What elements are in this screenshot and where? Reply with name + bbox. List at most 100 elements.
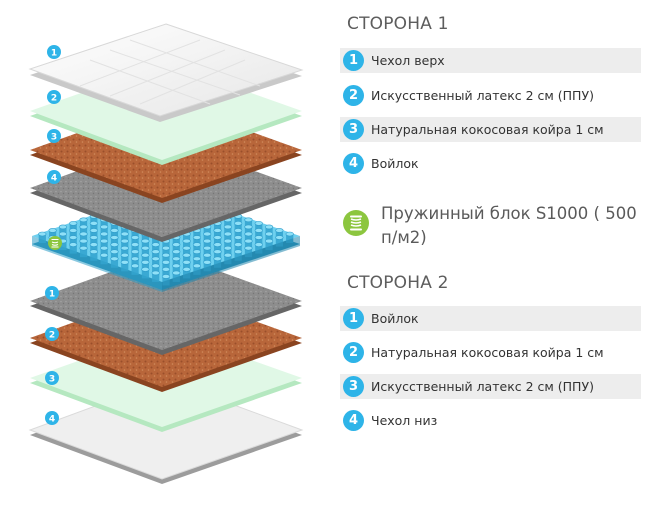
stack-badge-circle (45, 327, 59, 341)
spring-coil (100, 248, 108, 258)
spring-coil-top (69, 221, 78, 226)
spring-coil (79, 248, 88, 258)
spring-coil (203, 262, 211, 272)
spring-coil (141, 255, 149, 265)
spring-coil (275, 230, 283, 240)
stack-badge-number: 1 (51, 49, 57, 59)
spring-coil (69, 223, 77, 233)
spring-coil-top (223, 224, 232, 230)
side-2-item-3: 3 Искусственный латекс 2 см (ППУ) (340, 374, 641, 399)
spring-coil-top (100, 238, 109, 244)
side-1-item-2: 2 Искусственный латекс 2 см (ППУ) (340, 83, 641, 108)
stack-badge-number: 3 (51, 133, 57, 143)
spring-coil-top (223, 231, 232, 237)
spring-coil (224, 241, 232, 251)
layer-label: Натуральная кокосовая койра 1 см (371, 122, 604, 137)
spring-coil-top (172, 249, 181, 254)
spring-coil (152, 237, 160, 247)
spring-coil (213, 230, 222, 240)
spring-coil-top (182, 260, 191, 265)
spring-coil (172, 265, 180, 275)
spring-coil (121, 226, 129, 236)
layer-label: Войлок (371, 156, 419, 171)
spring-coil (79, 219, 88, 229)
spring-coil (90, 230, 98, 240)
spring-coil (193, 251, 201, 261)
spring-coil-top (213, 235, 222, 240)
spring-coil (183, 248, 191, 258)
stack-badge-circle (47, 129, 61, 143)
spring-coil (59, 226, 67, 236)
spring-coil-top (172, 270, 181, 276)
spring-coil-top (254, 228, 263, 233)
spring-coil-top (130, 249, 140, 254)
spring-coil (183, 241, 191, 251)
spring-coil (100, 219, 108, 229)
spring-coil (110, 244, 119, 254)
spring-coil-top (213, 256, 222, 262)
spring-coil (121, 248, 129, 258)
spring-coil-top (285, 231, 294, 237)
side-2-item-4: 4 Чехол низ (340, 408, 641, 433)
spring-coil (152, 244, 160, 254)
spring-coil-top (58, 231, 68, 237)
spring-coil (110, 251, 119, 261)
spring-coil (203, 248, 211, 258)
number-badge: 4 (343, 410, 364, 431)
spring-coil (244, 219, 253, 229)
stack-spring-icon-glyph (51, 239, 59, 248)
spring-coil (172, 258, 180, 268)
spring-coil (193, 265, 201, 275)
spring-coil (193, 230, 201, 240)
spring-block-label: Пружинный блок S1000 ( 500 п/м2) (381, 204, 637, 247)
spring-coil-top (223, 245, 232, 251)
spring-coil-top (192, 263, 202, 269)
spring-coil (224, 234, 232, 243)
spring-coil-top (79, 224, 88, 230)
spring-coil-top (141, 252, 150, 258)
spring-coil (90, 216, 98, 226)
spring-coil (59, 234, 67, 243)
stack-badge-circle (47, 45, 61, 59)
spring-coil (213, 258, 222, 268)
stack-badge-number: 1 (49, 290, 55, 300)
number-badge: 1 (343, 308, 364, 329)
spring-coil (183, 255, 191, 265)
spring-coil-top (244, 231, 253, 237)
spring-coil (213, 251, 222, 261)
spring-coil-top (244, 245, 253, 251)
spring-coil (255, 223, 263, 233)
spring-coil-top (130, 263, 140, 269)
spring-coil (110, 237, 119, 247)
stack-badge-number: 3 (49, 375, 55, 385)
spring-coil (234, 216, 242, 226)
spring-coil (152, 265, 160, 275)
spring-coil-top (192, 249, 202, 254)
spring-coil (255, 244, 263, 254)
spring-coil-top (254, 242, 263, 247)
legend-panel: СТОРОНА 1 1 Чехол верх 2 Искусственный л… (340, 0, 668, 507)
spring-coil-top (172, 256, 181, 262)
spring-coil-top (223, 238, 232, 244)
spring-coil-top (264, 224, 274, 230)
spring-coil-top (161, 245, 171, 251)
spring-coil-top (110, 242, 119, 247)
spring-coil-top (254, 221, 263, 226)
number-badge: 2 (343, 342, 364, 363)
stack-badge-circle (45, 371, 59, 385)
spring-coil (141, 234, 149, 243)
spring-coil (100, 255, 108, 265)
spring-coil-top (151, 249, 160, 254)
spring-coil (172, 244, 180, 254)
spring-coil (121, 262, 129, 272)
side-1-item-3: 3 Натуральная кокосовая койра 1 см (340, 117, 641, 142)
spring-coil (131, 265, 139, 275)
spring-coil (90, 223, 98, 233)
spring-coil-top (79, 217, 88, 223)
spring-coil (234, 230, 242, 240)
spring-coil (79, 241, 88, 251)
spring-coil-top (151, 270, 160, 276)
spring-coil-top (110, 228, 119, 233)
spring-coil (141, 269, 149, 279)
spring-coil-top (213, 242, 222, 247)
